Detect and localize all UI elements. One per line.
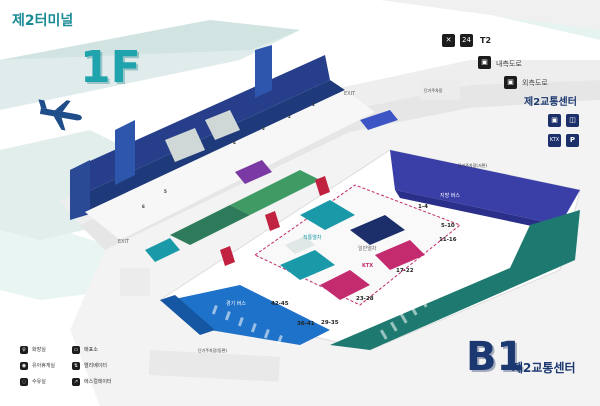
pillar-5: 5 [164,189,167,194]
pillar-6: 6 [142,204,145,209]
svg-text:1F: 1F [82,44,143,95]
lane-stripes [380,233,508,340]
b1-title: 제2교통센터 [512,361,576,375]
ticket-icon: ▭ [72,346,80,354]
pillar-1: 1 [312,102,315,107]
svg-text:B1: B1 [466,334,524,380]
parking-icon[interactable]: P [566,134,579,147]
ktx-icon[interactable]: KTX [548,134,561,147]
elevator-icon: ⇅ [72,362,80,370]
zone-green-2 [230,170,320,215]
legend-baby-room: 유아휴게실 [32,363,56,369]
terminal-floor [85,90,375,240]
restroom-icon: ♀ [20,346,28,354]
escalators [220,176,330,266]
restaurant-icon[interactable]: ✕ [442,34,455,47]
parking-side-label: 단기주차장 [424,88,443,93]
svg-text:1F: 1F [80,42,141,93]
general-train-label: 일반열차 [358,246,377,252]
gate-gyeonggi-3: 42-45 [271,301,289,307]
svg-text:B1: B1 [468,336,526,382]
terminal-title: 제2터미널 [12,13,74,29]
train-icon[interactable]: ◫ [566,114,579,127]
gate-middle-2: 23-28 [356,296,374,302]
legend-escalator: 에스컬레이터 [84,379,112,385]
platform-navy-1 [350,215,405,245]
transport-center-label: 제2교통센터 [524,97,577,108]
seoul-bus-label: 서울 버스 [410,296,430,302]
platform-teal-2 [280,250,335,280]
legend-ticket: 매표소 [84,347,98,353]
floor-1f-glyph: 1F 1F [80,42,143,95]
regional-bus-label: 지방 버스 [440,193,460,199]
gate-middle-1: 17-22 [396,268,414,274]
road-inner-label: 내측도로 [496,60,522,68]
platform-ktx [375,240,425,270]
nursing-icon: ◌ [20,378,28,386]
legend-restroom: 화장실 [32,347,46,353]
pillar-a [255,45,272,98]
legend-nursing: 수유실 [32,379,46,385]
baby-room-icon: ◉ [20,362,28,370]
gyeonggi-bus-label: 경기 버스 [226,301,246,307]
pillar-2: 2 [288,114,291,119]
zone-green-1 [170,205,250,245]
t2-label: T2 [480,36,492,45]
floor-b1-glyph: B1 B1 [466,334,526,382]
terminal-front [70,80,345,212]
road-outer-label: 외측도로 [522,79,548,87]
legend-elevator: 엘리베이터 [84,363,108,369]
parking-south-label: 단기주차장(동편) [198,348,227,353]
pillar-b-left [115,120,135,185]
ktx-label: KTX [362,263,374,269]
gate-gyeonggi-2: 36-41 [297,321,315,327]
airplane-icon [38,99,82,131]
gate-regional-2: 5-10 [441,223,455,229]
gate-regional-3: 11-16 [439,237,457,243]
exit-bottom-label: EXIT [118,239,130,245]
zone-regional-bus [390,150,580,225]
platform-teal-1 [300,200,355,230]
zone-seoul-bus [330,210,580,350]
pillar-4: 4 [233,140,236,145]
24h-icon[interactable]: 24 [460,34,473,47]
escalator-icon: ↗ [72,378,80,386]
parking-north-label: 단기주차장(서편) [458,163,487,168]
bus-icon[interactable]: ▣ [548,114,561,127]
platform-magenta [320,270,370,300]
pillar-3: 3 [262,126,265,131]
bus-outer-icon[interactable]: ▣ [504,76,517,89]
gate-gyeonggi-1: 29-35 [321,320,339,326]
gate-regional-1: 1-4 [418,204,428,210]
exit-top-label: EXIT [344,91,356,97]
direct-train-label: 직통열차 [303,235,322,241]
bus-inner-icon[interactable]: ▣ [478,56,491,69]
